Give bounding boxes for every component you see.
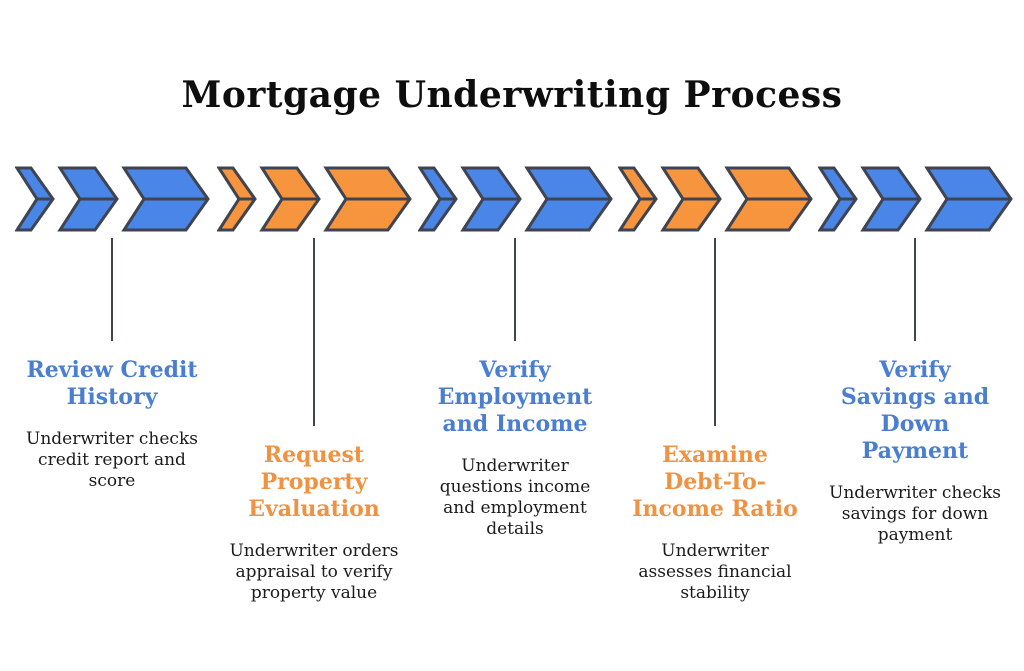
chevron-arrows-icon	[216, 166, 412, 232]
step-description: Underwriter questions income and employm…	[439, 456, 591, 539]
chevron-arrows-icon	[417, 166, 613, 232]
process-step-3: Verify Employment and Income Underwriter…	[415, 166, 615, 540]
chevron-arrows-icon	[817, 166, 1013, 232]
process-step-1: Review Credit History Underwriter checks…	[12, 166, 212, 492]
connector-line	[313, 238, 315, 426]
step-title: Request Property Evaluation	[248, 442, 380, 522]
connector-line	[514, 238, 516, 341]
process-step-5: Verify Savings and Down Payment Underwri…	[815, 166, 1015, 546]
chevron-arrows-icon	[14, 166, 210, 232]
chevron-arrows-icon	[617, 166, 813, 232]
process-step-2: Request Property Evaluation Underwriter …	[214, 166, 414, 604]
process-step-4: Examine Debt-To- Income Ratio Underwrite…	[615, 166, 815, 604]
connector-line	[914, 238, 916, 341]
step-description: Underwriter checks credit report and sco…	[26, 429, 198, 491]
diagram-title: Mortgage Underwriting Process	[181, 74, 843, 116]
step-description: Underwriter checks savings for down paym…	[829, 483, 1001, 545]
step-title: Verify Savings and Down Payment	[840, 357, 990, 464]
step-title: Review Credit History	[26, 357, 198, 410]
step-title: Verify Employment and Income	[437, 357, 593, 437]
connector-line	[714, 238, 716, 426]
connector-line	[111, 238, 113, 341]
step-description: Underwriter orders appraisal to verify p…	[229, 541, 399, 603]
step-description: Underwriter assesses financial stability	[638, 541, 792, 603]
step-title: Examine Debt-To- Income Ratio	[632, 442, 798, 522]
